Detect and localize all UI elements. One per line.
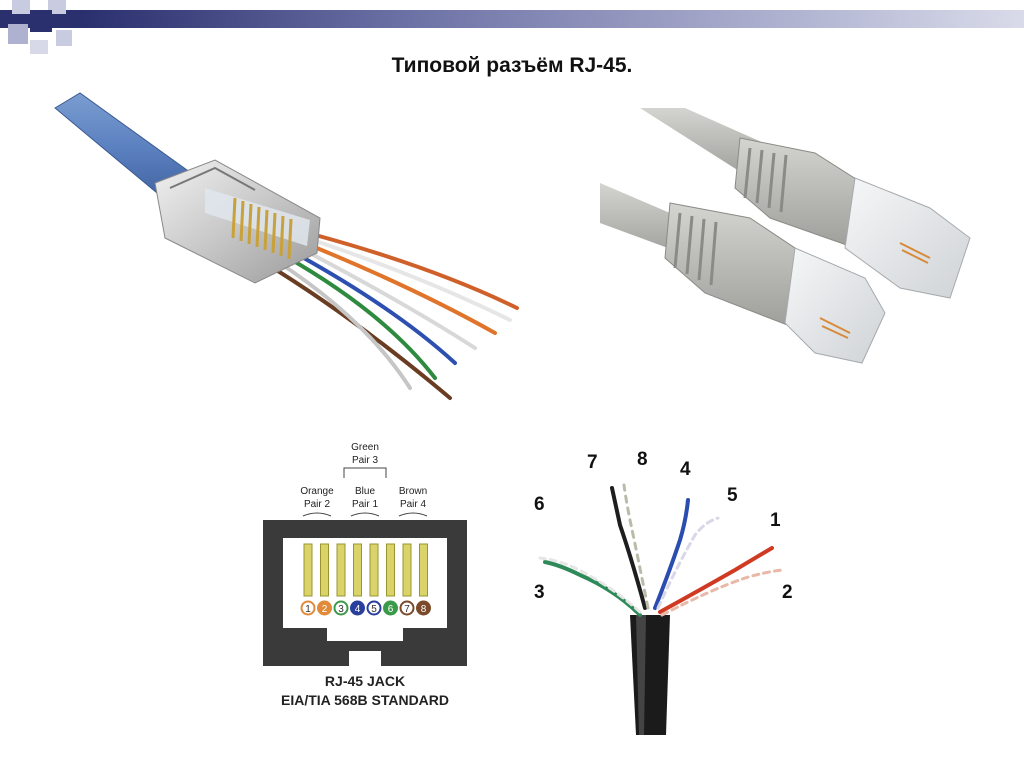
green-pair-number-label: Pair 3 xyxy=(352,455,379,466)
wire-number-5: 5 xyxy=(727,485,738,506)
pin-number-4: 4 xyxy=(355,604,361,615)
pin-contact-1 xyxy=(303,543,313,597)
pin-number-6: 6 xyxy=(388,604,394,615)
pin-circle-8 xyxy=(416,600,431,616)
pin-number-1: 1 xyxy=(305,604,311,615)
brown-pair-color-label: Brown xyxy=(399,486,427,497)
corner-square-decoration xyxy=(0,0,90,60)
wire-number-6: 6 xyxy=(534,494,545,515)
orange-pair-number-label: Pair 2 xyxy=(304,499,331,510)
pin-circle-7 xyxy=(399,600,415,616)
pin-contact-3 xyxy=(336,543,346,597)
orange-pair-color-label: Orange xyxy=(300,486,334,497)
pin-number-3: 3 xyxy=(338,604,344,615)
jack-caption-standard: EIA/TIA 568B STANDARD xyxy=(281,692,449,708)
pin-number-5: 5 xyxy=(371,604,377,615)
pin-circle-3 xyxy=(333,600,349,616)
pin-circle-2 xyxy=(317,600,332,616)
wire-number-8: 8 xyxy=(637,449,648,470)
pin-contact-4 xyxy=(353,543,362,597)
pin-circle-4 xyxy=(350,600,365,616)
brown-pair-number-label: Pair 4 xyxy=(400,499,427,510)
pin-circle-6 xyxy=(383,600,398,616)
slide-title: Типовой разъём RJ-45. xyxy=(391,54,633,77)
blue-pair-color-label: Blue xyxy=(355,486,375,497)
blue-pair-number-label: Pair 1 xyxy=(352,499,379,510)
wire-number-4: 4 xyxy=(680,459,691,480)
wire-number-2: 2 xyxy=(782,582,793,603)
pin-circle-5 xyxy=(366,600,382,616)
patch-cable-photo xyxy=(600,108,971,364)
pin-circle-1 xyxy=(300,600,316,616)
pin-number-2: 2 xyxy=(322,604,328,615)
wire-number-3: 3 xyxy=(534,582,545,603)
shielded-plug-photo xyxy=(54,92,519,400)
pin-contact-2 xyxy=(320,543,329,597)
twisted-pairs-photo: 1 2 3 4 5 6 7 8 xyxy=(534,449,793,735)
pin-contact-8 xyxy=(419,543,428,597)
wire-number-7: 7 xyxy=(587,452,598,473)
top-accent-bar xyxy=(0,10,1024,28)
jack-caption-title: RJ-45 JACK xyxy=(325,673,405,689)
pin-contact-7 xyxy=(402,543,412,597)
rj45-jack-diagram: Green Pair 3 Orange Pair 2 Blue Pair 1 B… xyxy=(263,442,467,708)
pin-number-7: 7 xyxy=(404,604,410,615)
pin-contact-6 xyxy=(386,543,395,597)
pin-number-8: 8 xyxy=(421,604,427,615)
wire-number-1: 1 xyxy=(770,510,781,531)
pin-contacts xyxy=(303,543,428,597)
green-pair-color-label: Green xyxy=(351,442,379,453)
pin-contact-5 xyxy=(369,543,379,597)
